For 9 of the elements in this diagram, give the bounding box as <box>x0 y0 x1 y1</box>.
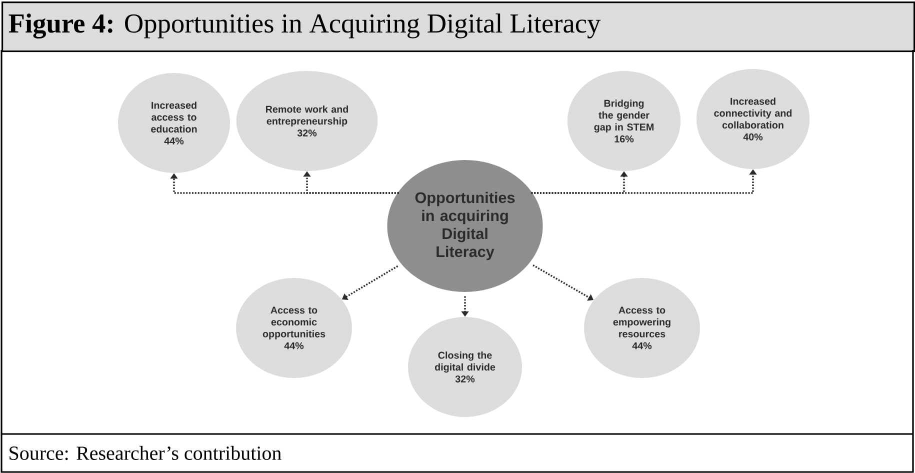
circle-node: Access to economic opportunities 44% <box>236 278 352 378</box>
circle-node: Access to empowering resources 44% <box>584 278 700 378</box>
circle-node: Increased access to education 44% <box>118 73 230 173</box>
circle-node: Remote work and entrepreneurship 32% <box>236 71 378 171</box>
circle-node: Closing the digital divide 32% <box>408 317 522 417</box>
circle-node: Bridging the gender gap in STEM 16% <box>567 71 681 171</box>
circle-node: Increased connectivity and collaboration 40% <box>696 69 810 169</box>
figure-title: Figure 4: Opportunities in Acquiring Digital Literacy <box>8 14 601 38</box>
caption: Source: Researcher’s contribution <box>10 446 282 460</box>
